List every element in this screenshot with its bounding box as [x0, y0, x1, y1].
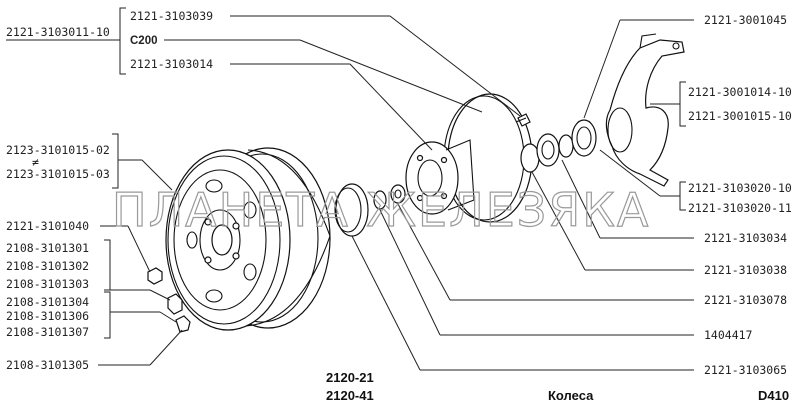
- label-assembly: 2121-3103011-10: [6, 25, 110, 39]
- label-hub-bolt: 2121-3103014: [130, 57, 213, 71]
- label-c200: С200: [130, 35, 158, 47]
- label-hub-nut: 1404417: [704, 328, 753, 342]
- wheel-fasteners: [147, 267, 191, 333]
- label-wheel-2: 2123-3101015-03: [6, 167, 110, 181]
- label-brake-disc: 2121-3103039: [130, 9, 213, 23]
- bearings: [520, 119, 597, 173]
- hub-nut-parts: [373, 184, 406, 210]
- hub-cap: [334, 183, 369, 237]
- label-ring: 2121-3103038: [704, 263, 787, 277]
- label-knuckle-alt-1: 2121-3001014-10: [688, 85, 792, 99]
- diagram-code: D410: [758, 388, 789, 403]
- label-wheel-sep: ≠: [32, 155, 39, 169]
- steering-knuckle: [605, 33, 685, 187]
- model-2: 2120-41: [326, 388, 374, 403]
- label-bearing-2: 2121-3103020-11: [688, 201, 792, 215]
- model-1: 2120-21: [326, 370, 374, 385]
- watermark: ПЛАНЕТА ЖЕЛЕЗЯКА: [112, 183, 650, 237]
- label-cap-4: 2108-3101304: [6, 295, 89, 309]
- label-cap-3: 2108-3101303: [6, 277, 89, 291]
- hub-bolt: [515, 117, 527, 123]
- label-nut: 2121-3101040: [6, 219, 89, 233]
- label-cap-1: 2108-3101301: [6, 241, 89, 255]
- label-knuckle: 2121-3001045: [704, 13, 787, 27]
- wheel-rim: [165, 147, 331, 331]
- label-cap-7: 2108-3101305: [6, 358, 89, 372]
- diagram-title: Колеса: [548, 388, 594, 403]
- label-cap-6: 2108-3101307: [6, 325, 89, 339]
- label-wheel-1: 2123-3101015-02: [6, 143, 110, 157]
- label-cap-2: 2108-3101302: [6, 259, 89, 273]
- label-washer: 2121-3103078: [704, 293, 787, 307]
- label-bearing-1: 2121-3103020-10: [688, 181, 792, 195]
- label-cap-5: 2108-3101306: [6, 309, 89, 323]
- leader-lines: [6, 7, 694, 371]
- label-seal: 2121-3103034: [704, 231, 787, 245]
- label-cap-hub: 2121-3103065: [704, 363, 787, 377]
- label-knuckle-alt-2: 2121-3001015-10: [688, 109, 792, 123]
